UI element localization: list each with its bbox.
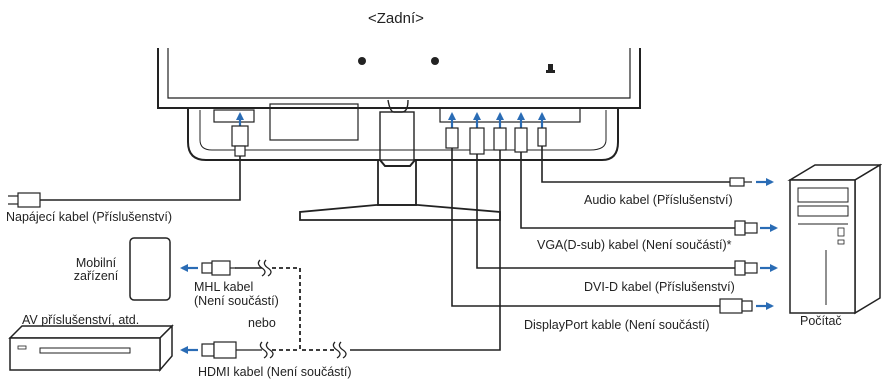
hdmi-plug-icon	[445, 127, 459, 149]
hdmi-cable-label: HDMI kabel (Není součástí)	[198, 365, 352, 379]
screw-hole-right	[431, 57, 439, 65]
computer-label: Počítač	[800, 314, 842, 328]
mhl-cable-label-line1: MHL kabel	[194, 280, 254, 294]
cables	[40, 146, 735, 351]
screw-hole-left	[358, 57, 366, 65]
dvi-cable-label: DVI-D kabel (Příslušenství)	[584, 280, 735, 294]
vga-plug-icon	[734, 220, 758, 236]
arrow-up-icon	[236, 112, 546, 128]
arrow-left-icon	[180, 264, 198, 354]
displayport-plug-icon	[719, 298, 753, 314]
mobile-device-icon	[129, 237, 171, 301]
computer-tower-icon	[787, 163, 882, 315]
or-label: nebo	[248, 316, 276, 330]
dvi-plug-icon	[734, 260, 758, 276]
cable-break-marks	[257, 259, 347, 359]
hdmi-plug-icon	[201, 341, 262, 359]
connector-panels	[213, 103, 581, 141]
audio-plug-icon	[729, 177, 752, 187]
displayport-plug-icon	[514, 127, 528, 153]
vga-cable-label: VGA(D-sub) kabel (Není součástí)*	[537, 238, 732, 252]
mhl-cable-label-line2: (Není součástí)	[194, 294, 279, 308]
kensington-lock-icon	[546, 64, 555, 73]
monitor-back	[157, 48, 641, 167]
av-device-icon	[8, 324, 174, 373]
mobile-device-label-line1: Mobilní	[75, 256, 117, 270]
arrow-right-icon	[756, 178, 778, 310]
vga-plug-icon	[493, 127, 507, 151]
mobile-device-label-line2: zařízení	[73, 269, 119, 283]
power-plug-icon	[231, 125, 249, 157]
mhl-plug-icon	[201, 260, 236, 276]
mhl-dashed-link	[272, 267, 335, 351]
dvi-plug-icon	[469, 127, 485, 155]
power-cable-label: Napájecí kabel (Příslušenství)	[6, 210, 173, 224]
audio-plug-icon	[537, 127, 547, 147]
page-title: <Zadní>	[368, 10, 424, 27]
av-device-label: AV příslušenství, atd.	[22, 313, 140, 327]
audio-cable-label: Audio kabel (Příslušenství)	[584, 193, 733, 207]
displayport-cable-label: DisplayPort kable (Není součástí)	[524, 318, 710, 332]
power-plug-icon	[8, 192, 41, 208]
